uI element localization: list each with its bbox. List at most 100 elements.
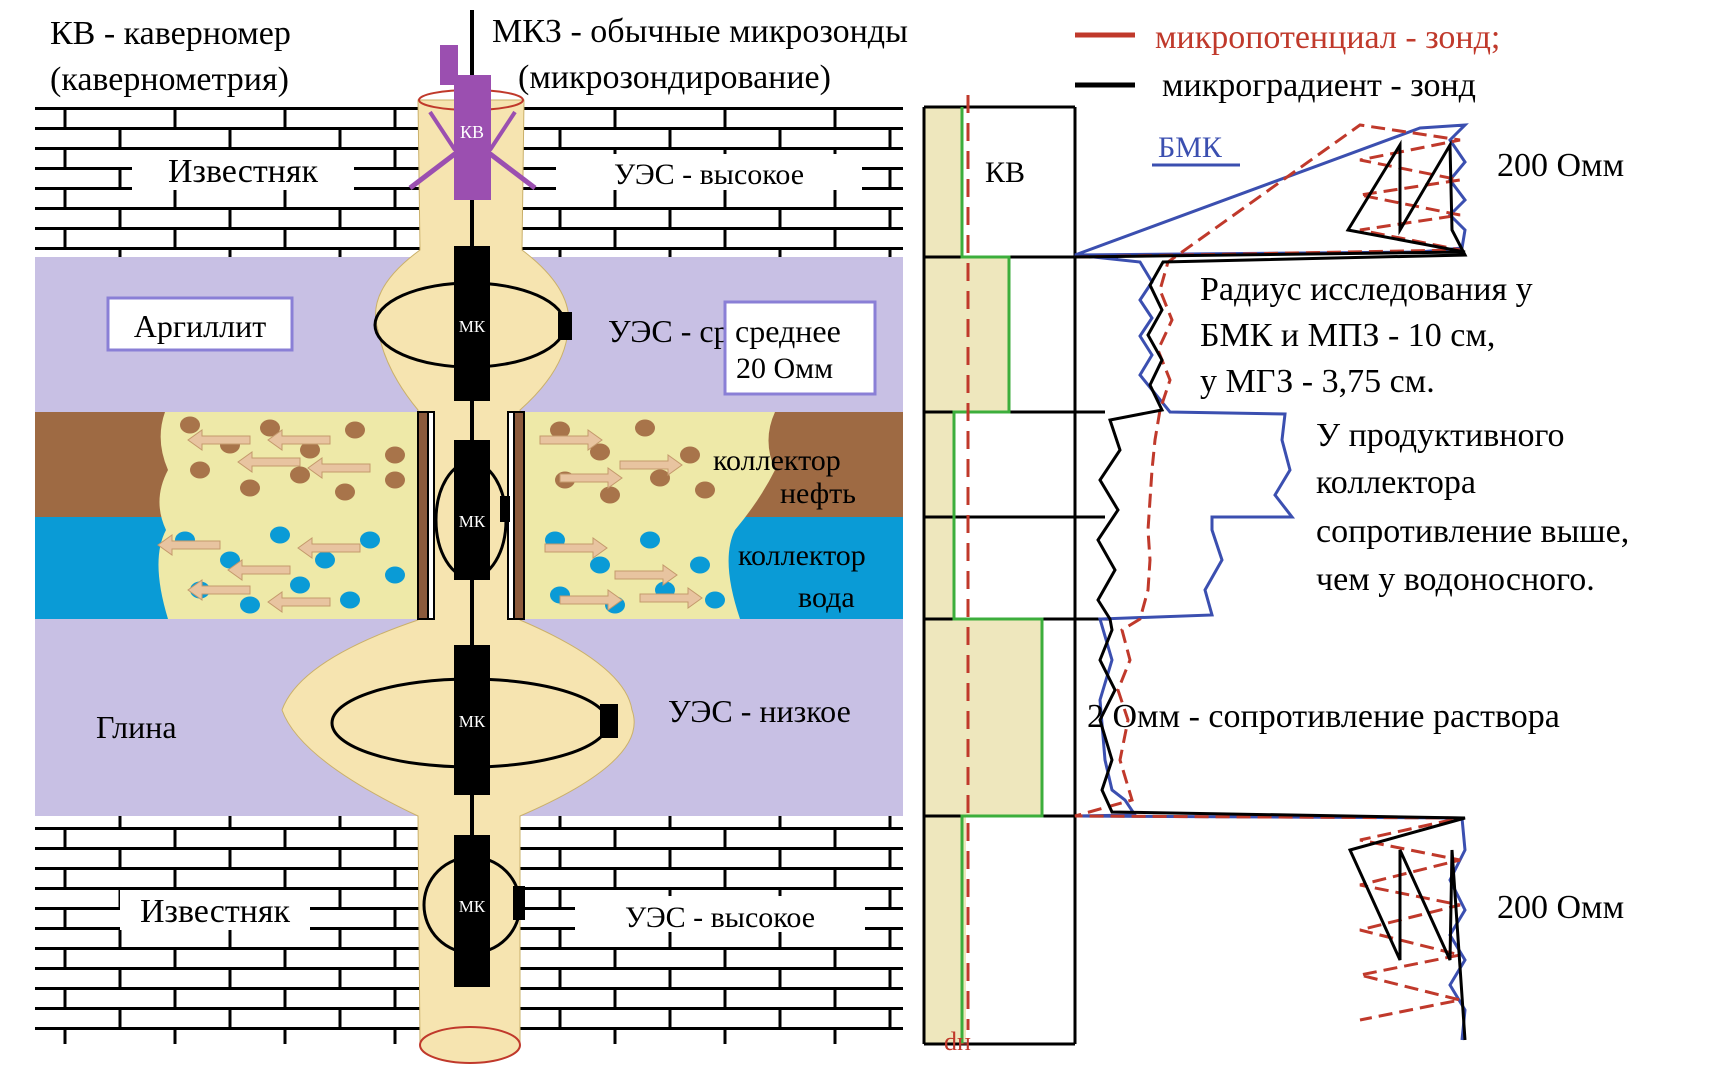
productive-line-1: У продуктивного	[1316, 417, 1565, 454]
oil-grain	[290, 466, 310, 484]
water-label-line2: вода	[798, 581, 855, 614]
casing-left-inner	[427, 411, 435, 620]
oil-grain	[180, 416, 200, 434]
flow-arrow-right	[619, 454, 683, 476]
oil-grain	[600, 486, 620, 504]
radius-line-2: БМК и МПЗ - 10 см,	[1200, 317, 1495, 354]
argillite-resistivity-box	[723, 300, 877, 396]
dn-label: dн	[944, 1027, 971, 1056]
water-grain	[290, 576, 310, 594]
borehole-bottom-rim	[419, 1026, 521, 1064]
oil-grain	[695, 481, 715, 499]
caliper-curve	[952, 107, 1044, 1044]
argillite-resistivity-value: 20 Омм	[736, 352, 833, 385]
cross-section: МК МК МК МК КВ Известняк УЭС - высокое А…	[35, 10, 903, 1064]
flow-arrow-left	[157, 534, 221, 556]
tool-micro-1	[454, 246, 490, 401]
pad-collector	[500, 496, 510, 522]
flow-arrow-left	[187, 429, 251, 451]
legend: микропотенциал - зонд; микроградиент - з…	[1075, 19, 1500, 104]
log-bg-4	[924, 619, 1042, 816]
bmk-curve	[1074, 123, 1469, 1041]
water-grain	[240, 596, 260, 614]
productive-line-3: сопротивление выше,	[1316, 513, 1629, 550]
argillite-label-box	[106, 296, 294, 352]
mgz-curve	[1074, 139, 1468, 1041]
water-grain	[360, 531, 380, 549]
pad-limestone	[513, 886, 525, 920]
limestone-top-rock-label: Известняк	[168, 153, 319, 190]
oil-grain	[590, 443, 610, 461]
water-grain	[315, 551, 335, 569]
tool-micro-label-1: МК	[459, 317, 486, 336]
oil-grain	[680, 446, 700, 464]
flow-arrow-right	[639, 587, 703, 609]
tool-micro-label-2: МК	[459, 512, 486, 531]
oil-grain	[550, 421, 570, 439]
limestone-top-resistivity-label: УЭС - высокое	[614, 158, 804, 191]
oil-label-line1: коллектор	[713, 444, 841, 477]
flow-arrow-right	[614, 564, 678, 586]
mud-resistivity-label: 2 Омм - сопротивление раствора	[1087, 698, 1560, 735]
casing-right-outer	[513, 411, 525, 620]
kv-title-line1: КВ - каверномер	[50, 15, 291, 52]
argillite-resistivity-word: среднее	[735, 313, 841, 349]
oil-grain	[650, 469, 670, 487]
kv-title-line2: (кавернометрия)	[50, 61, 289, 98]
clay-resistivity-label: УЭС - низкое	[668, 693, 851, 729]
caliper-tool	[408, 45, 537, 200]
flow-arrows	[157, 429, 703, 613]
mkz-title-line2: (микрозондирование)	[518, 59, 831, 96]
tool-micro-2	[454, 440, 490, 580]
water-label-line1: коллектор	[738, 539, 866, 572]
flow-arrow-left	[237, 451, 301, 473]
water-grain	[220, 551, 240, 569]
tool-micro-4	[454, 835, 490, 987]
oil-grain	[635, 419, 655, 437]
legend-mgz-label: микроградиент - зонд	[1162, 67, 1476, 104]
water-grain	[590, 556, 610, 574]
caliper-label: КВ	[460, 122, 484, 142]
legend-mpz-label: микропотенциал - зонд;	[1155, 19, 1500, 56]
mkz-title-line1: МКЗ - обычные микрозонды	[492, 13, 908, 50]
flow-arrow-right	[559, 467, 623, 489]
water-grain	[705, 591, 725, 609]
invaded-zone-right	[520, 412, 775, 619]
casing-left-outer	[417, 411, 429, 620]
water-grain	[690, 556, 710, 574]
water-grain	[340, 591, 360, 609]
pad-clay	[600, 704, 618, 738]
tool-micro-label-4: МК	[459, 897, 486, 916]
water-grain	[640, 531, 660, 549]
flow-arrow-left	[307, 457, 371, 479]
tool-micro-3	[454, 645, 490, 795]
log-panel: КВ dн БМК 200 Омм 200 Омм Радиус исследо…	[922, 95, 1629, 1056]
radius-line-1: Радиус исследования у	[1200, 271, 1533, 308]
oil-grain	[260, 419, 280, 437]
oil-grain	[385, 446, 405, 464]
water-grain	[385, 566, 405, 584]
water-grain	[270, 526, 290, 544]
radius-line-3: у МГЗ - 3,75 см.	[1200, 363, 1435, 400]
flow-arrow-right	[559, 589, 623, 611]
limestone-bottom-resistivity-label: УЭС - высокое	[625, 901, 815, 934]
oil-label-line2: нефть	[780, 477, 856, 510]
flow-arrow-left	[297, 537, 361, 559]
flow-arrow-left	[267, 591, 331, 613]
oil-grain	[300, 441, 320, 459]
oil-grain	[335, 483, 355, 501]
productive-line-2: коллектора	[1316, 464, 1476, 501]
tool-micro-label-3: МК	[459, 712, 486, 731]
flow-arrow-right	[544, 537, 608, 559]
bottom-resistivity-value: 200 Омм	[1497, 889, 1624, 926]
flow-arrow-left	[227, 559, 291, 581]
log-bg-1	[924, 107, 962, 257]
oil-grain	[385, 471, 405, 489]
productive-line-4: чем у водоносного.	[1316, 561, 1595, 598]
oil-grain	[190, 461, 210, 479]
bmk-label: БМК	[1158, 131, 1223, 164]
top-resistivity-value: 200 Омм	[1497, 147, 1624, 184]
limestone-bottom-rock-label: Известняк	[140, 893, 291, 930]
clay-rock-label: Глина	[96, 709, 177, 745]
